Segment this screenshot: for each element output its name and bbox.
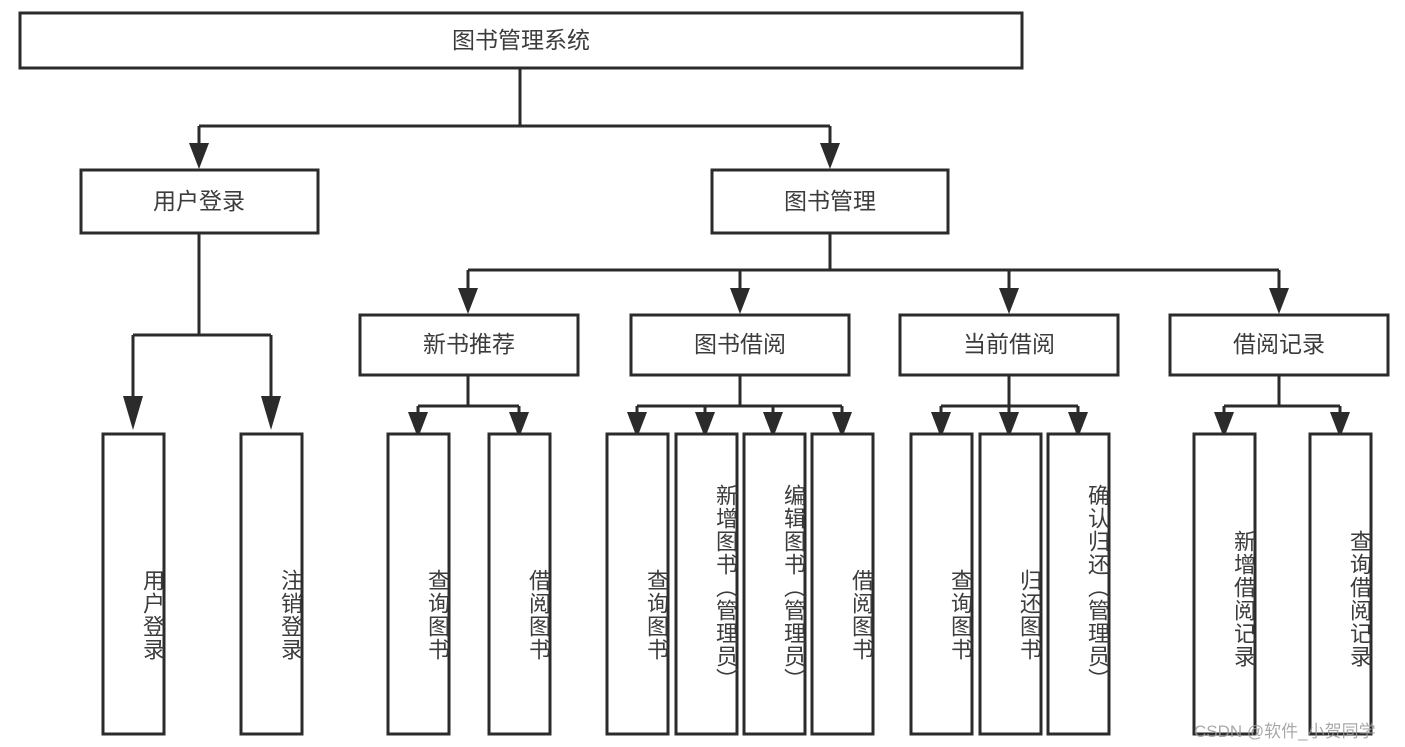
- connector-newbook-to-leaves: [408, 375, 529, 438]
- arrow-head-icon: [627, 412, 647, 438]
- leaf-user-login-1[interactable]: [239, 432, 304, 736]
- leaf-user-login-0[interactable]: [101, 432, 166, 736]
- leaf-book-borrow-2[interactable]: [742, 432, 807, 736]
- connector-root-to-level2: [189, 69, 840, 169]
- arrow-head-icon: [1269, 288, 1289, 314]
- leaf-book-borrow-1[interactable]: [674, 432, 739, 736]
- arrow-head-icon: [832, 412, 852, 438]
- arrow-head-icon: [123, 396, 143, 430]
- node-book-manage-label: 图书管理: [784, 188, 876, 214]
- arrow-head-icon: [261, 396, 281, 430]
- leaf-new-book-1[interactable]: [487, 432, 552, 736]
- arrow-head-icon: [509, 412, 529, 438]
- arrow-head-icon: [189, 143, 209, 169]
- arrow-head-icon: [999, 288, 1019, 314]
- arrow-head-icon: [695, 412, 715, 438]
- arrow-head-icon: [1214, 412, 1234, 438]
- node-current-borrow[interactable]: [898, 313, 1120, 377]
- arrow-head-icon: [1068, 412, 1088, 438]
- csdn-watermark: CSDN @软件_小贺同学: [1194, 722, 1376, 741]
- leaf-book-borrow-0[interactable]: [605, 432, 670, 736]
- node-book-manage[interactable]: [710, 168, 950, 235]
- arrow-head-icon: [999, 412, 1019, 438]
- connector-bookborrow-to-leaves: [627, 375, 852, 438]
- node-root[interactable]: [18, 11, 1024, 70]
- arrow-head-icon: [931, 412, 951, 438]
- leaf-borrow-record-1[interactable]: [1308, 432, 1373, 736]
- node-borrow-record-label: 借阅记录: [1233, 331, 1325, 357]
- arrow-head-icon: [820, 143, 840, 169]
- leaf-borrow-record-0[interactable]: [1192, 432, 1257, 736]
- connector-borrowrecord-to-leaves: [1214, 375, 1350, 438]
- node-book-borrow[interactable]: [629, 313, 851, 377]
- arrow-head-icon: [1330, 412, 1350, 438]
- connector-currentborrow-to-leaves: [931, 375, 1088, 438]
- node-new-book-recommend-label: 新书推荐: [423, 331, 515, 357]
- arrow-head-icon: [408, 412, 428, 438]
- connector-bookmanage-to-level3: [458, 233, 1289, 314]
- leaf-book-borrow-3[interactable]: [810, 432, 875, 736]
- leaf-current-borrow-1[interactable]: [978, 432, 1043, 736]
- node-root-label: 图书管理系统: [452, 27, 590, 53]
- connector-userlogin-to-leaves: [123, 233, 281, 430]
- node-borrow-record[interactable]: [1168, 313, 1390, 377]
- leaf-current-borrow-2[interactable]: [1046, 432, 1111, 736]
- arrow-head-icon: [763, 412, 783, 438]
- arrow-head-icon: [458, 288, 478, 314]
- node-user-login-label: 用户登录: [153, 188, 245, 214]
- node-new-book-recommend[interactable]: [358, 313, 580, 377]
- node-book-borrow-label: 图书借阅: [694, 331, 786, 357]
- leaf-new-book-0[interactable]: [386, 432, 451, 736]
- leaf-current-borrow-0[interactable]: [909, 432, 974, 736]
- node-current-borrow-label: 当前借阅: [963, 331, 1055, 357]
- node-user-login[interactable]: [79, 168, 320, 235]
- arrow-head-icon: [730, 288, 750, 314]
